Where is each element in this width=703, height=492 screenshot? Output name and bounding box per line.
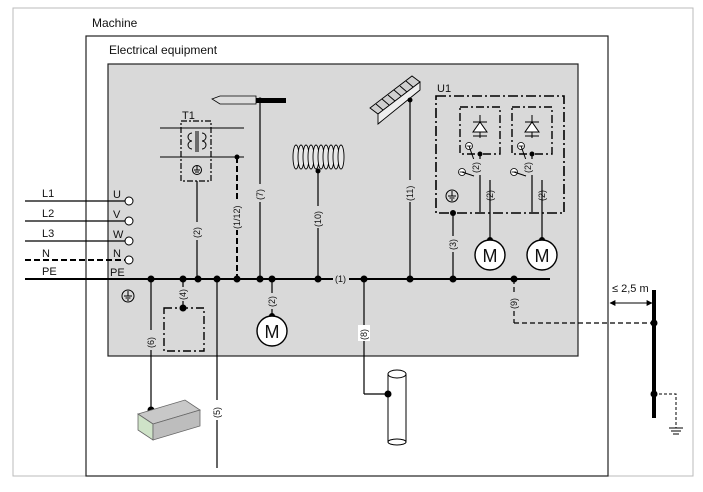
terminal-label-n: N [113,248,121,260]
heater-coil-icon [292,144,345,170]
terminal-labels: U V W N PE [110,189,125,279]
pe-earth-symbol-icon [121,289,135,303]
conductor-label-11: (11) [405,186,415,201]
line-label-l3: L3 [42,228,54,240]
line-label-l2: L2 [42,208,54,220]
conductor-label-8: (8) [359,329,369,340]
unit-u1-enclosure [435,95,565,214]
terminal-circles [124,196,134,265]
conductor-label-2-transformer: (2) [192,227,202,238]
conductor-label-6: (6) [146,337,156,348]
motor-2-label: M [483,246,498,266]
terminal-label-v: V [113,209,121,221]
earth-terminal-small-icons [458,142,525,176]
transformer-label: T1 [182,110,195,122]
conductor-label-5: (5) [212,407,222,418]
transformer-enclosure [180,120,212,182]
conductor-label-2-u1a: (2) [471,162,481,173]
conductor-9-path [513,279,654,324]
motor-1-icon [256,315,288,347]
u1-earth-icon [445,189,459,203]
motor-1-label: M [265,322,280,342]
equipment-label: Electrical equipment [109,43,218,57]
conductor-label-3: (3) [448,239,458,250]
diode-a-icon [472,115,488,138]
machine-label: Machine [92,16,138,30]
motor-3-icon [526,239,558,271]
metal-pipe-icon [387,369,407,446]
motor-3-label: M [535,246,550,266]
ground-symbol-icon [654,393,683,435]
terminal-label-u: U [113,189,121,201]
conductor-label-2-motor: (2) [267,296,277,307]
unit-label: U1 [437,83,451,95]
sensor-probe-icon [211,95,286,105]
equipment-enclosure [107,63,579,357]
conductor-label-7: (7) [255,189,265,200]
supply-lines [25,200,550,280]
line-labels: L1 L2 L3 N PE [42,188,57,278]
terminal-label-pe: PE [110,267,125,279]
terminal-label-w: W [113,229,124,241]
conductor-label-1-12: (1/12) [232,205,242,229]
diode-b-icon [524,115,540,138]
line-label-l1: L1 [42,188,54,200]
conductor-label-9: (9) [509,298,519,309]
conductor-label-2-u1b: (2) [523,162,533,173]
motor-2-icon [474,239,506,271]
conductor-label-10: (10) [313,211,323,227]
cable-trunking-icon [137,399,201,441]
cable-ladder-icon [369,75,421,125]
unit-u1-inner-wires [461,145,527,177]
conductor-label-4: (4) [178,289,188,300]
line-label-pe: PE [42,266,57,278]
distance-label: ≤ 2,5 m [612,283,649,295]
conductor-label-1: (1) [335,274,346,284]
line-label-n: N [42,248,50,260]
transformer-icon [160,127,244,175]
